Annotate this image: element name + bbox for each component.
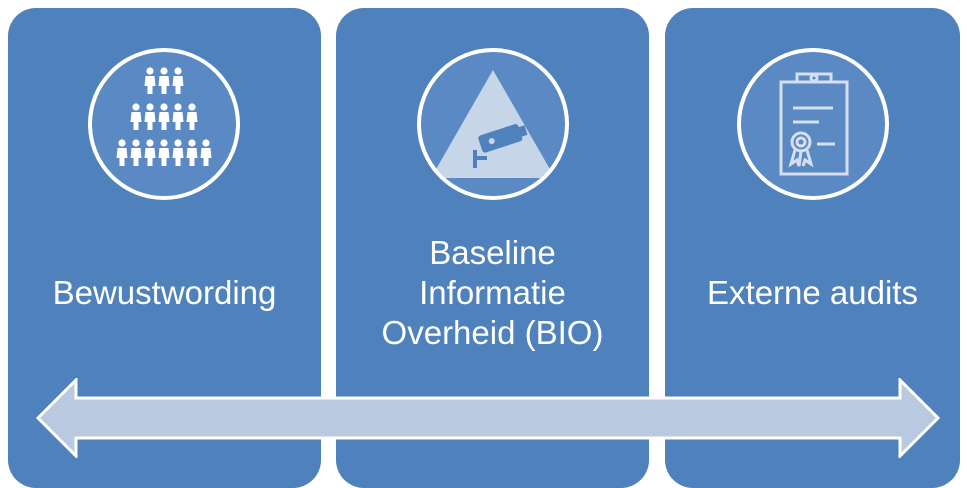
panel-label: Baseline Informatie Overheid (BIO) xyxy=(381,234,604,351)
arrow-shape xyxy=(36,378,940,458)
bidirectional-arrow xyxy=(36,378,940,458)
panel-label: Externe audits xyxy=(707,274,918,311)
people-group-icon xyxy=(88,48,240,200)
panel-label: Bewustwording xyxy=(52,274,277,311)
clipboard-certificate-icon xyxy=(737,48,889,200)
security-camera-icon xyxy=(417,48,569,200)
